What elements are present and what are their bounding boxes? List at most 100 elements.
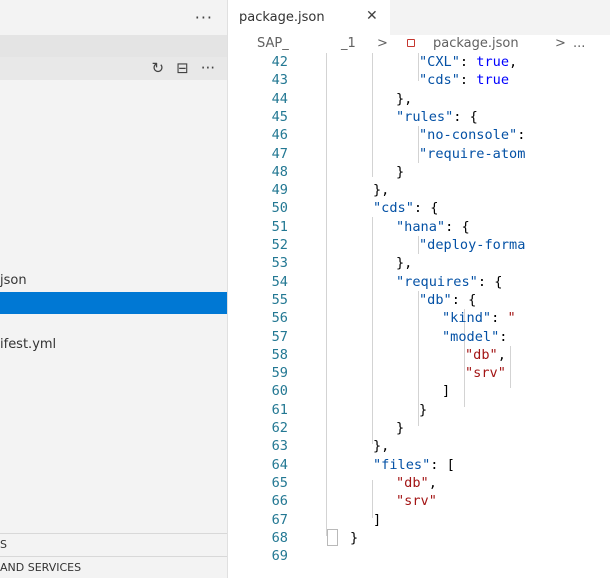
section-label: S (0, 538, 7, 551)
code-token: "db" (419, 291, 452, 308)
code-token: "deploy-forma (419, 237, 526, 253)
code-line[interactable]: 65"db", (228, 474, 610, 492)
code-token: "srv" (396, 493, 437, 510)
code-line[interactable]: 59"srv" (228, 364, 610, 382)
code-token: "kind" (442, 310, 492, 327)
line-number: 58 (271, 346, 288, 363)
collapse-all-icon[interactable]: ⊟ (176, 59, 189, 77)
code-line[interactable]: 63}, (228, 437, 610, 455)
code-text: "rules": { (396, 108, 478, 126)
line-number: 50 (271, 200, 288, 217)
code-token: } (419, 401, 428, 418)
code-text: "require-atom (419, 145, 525, 163)
code-text: }, (396, 90, 412, 108)
code-text: } (396, 163, 404, 181)
code-line[interactable]: 62} (228, 419, 610, 437)
breadcrumb-folder[interactable]: SAP_ (257, 36, 289, 51)
code-line[interactable]: 49}, (228, 181, 610, 199)
indent-guide (326, 53, 327, 536)
section-more-icon[interactable]: ··· (200, 59, 215, 77)
line-number: 45 (271, 108, 288, 125)
tab-package-json[interactable]: package.json ✕ (228, 0, 390, 35)
file-item-package-json[interactable]: json (0, 270, 227, 292)
code-line[interactable]: 61} (228, 401, 610, 419)
line-number: 46 (271, 127, 288, 144)
code-line[interactable]: 51"hana": { (228, 218, 610, 236)
line-number: 43 (271, 72, 288, 89)
more-actions-icon[interactable]: ··· (194, 8, 213, 27)
code-line[interactable]: 58 "db", (228, 346, 610, 364)
code-line[interactable]: 50"cds": { (228, 199, 610, 217)
code-line[interactable]: 69 (228, 547, 610, 565)
code-token: "requires" (396, 273, 478, 290)
code-token: }, (396, 90, 413, 107)
sidebar-divider[interactable] (227, 0, 228, 578)
indent-guide (372, 217, 373, 444)
file-item-manifest-yml[interactable]: ifest.yml (0, 334, 227, 356)
code-token: "cds" (419, 72, 460, 89)
indent-guide (418, 126, 419, 163)
code-token: } (396, 420, 405, 436)
line-number: 61 (271, 401, 288, 418)
breadcrumb-file[interactable]: package.json (433, 36, 519, 51)
close-icon[interactable]: ✕ (366, 8, 378, 24)
code-line[interactable]: 66 "srv" (228, 492, 610, 510)
code-line[interactable]: 45 "rules": { (228, 108, 610, 126)
outline-section-header[interactable]: S (0, 533, 227, 556)
code-line[interactable]: 56"kind": " (228, 309, 610, 327)
code-token: "db" (465, 346, 498, 363)
breadcrumb-separator: > (555, 36, 566, 51)
indent-guide (372, 480, 373, 518)
code-token: : { (413, 200, 439, 217)
code-line[interactable]: 44}, (228, 90, 610, 108)
code-line[interactable]: 48} (228, 163, 610, 181)
code-token: ] (373, 511, 382, 528)
code-line[interactable]: 54"requires": { (228, 273, 610, 291)
code-line[interactable]: 46 "no-console": (228, 126, 610, 144)
editor-tab-bar: package.json ✕ (228, 0, 610, 35)
code-line[interactable]: 60] (228, 382, 610, 400)
code-line[interactable]: 55"db": { (228, 291, 610, 309)
indent-guide (418, 291, 419, 426)
explorer-header: ··· (0, 0, 227, 35)
code-token: } (396, 163, 405, 180)
line-number: 63 (271, 438, 288, 455)
line-number: 55 (271, 291, 288, 308)
explorer-sidebar: ··· ↻ ⊟ ··· json ifest.yml S AND SERVICE… (0, 0, 227, 578)
code-line[interactable]: 42"CXL": true, (228, 53, 610, 71)
code-text: "no-console": (419, 126, 525, 144)
code-token: : { (453, 108, 478, 125)
code-text: } (350, 529, 358, 547)
code-line[interactable]: 57"model": (228, 328, 610, 346)
code-token: : (491, 310, 508, 327)
code-token: "db" (396, 474, 429, 491)
line-number: 62 (271, 420, 288, 436)
open-editors-section[interactable] (0, 35, 227, 57)
refresh-icon[interactable]: ↻ (151, 59, 165, 77)
code-text: "deploy-forma (419, 236, 525, 254)
json-file-icon (407, 39, 415, 47)
code-text: "db", (465, 346, 506, 364)
code-line[interactable]: 43"cds": true (228, 71, 610, 89)
indent-guide (418, 53, 419, 81)
code-token: ] (442, 383, 451, 400)
file-item-selected[interactable] (0, 292, 227, 314)
code-token: "srv" (465, 365, 506, 382)
breadcrumb-folder-suffix[interactable]: _1 (341, 36, 356, 51)
code-line[interactable]: 53}, (228, 254, 610, 272)
code-line[interactable]: 64"files": [ (228, 456, 610, 474)
code-text: ] (442, 382, 450, 400)
code-line[interactable]: 47"require-atom (228, 145, 610, 163)
code-token: : (459, 72, 477, 89)
code-line[interactable]: 68} (228, 529, 610, 547)
line-number: 69 (271, 548, 288, 565)
code-line[interactable]: 67] (228, 511, 610, 529)
services-section-header[interactable]: AND SERVICES (0, 556, 227, 578)
code-line[interactable]: 52 "deploy-forma (228, 236, 610, 254)
line-number: 66 (271, 493, 288, 510)
breadcrumb-more[interactable]: ... (573, 36, 586, 51)
project-section-header[interactable]: ↻ ⊟ ··· (0, 57, 227, 80)
line-number: 52 (271, 237, 288, 253)
bracket-match-highlight (327, 529, 338, 546)
